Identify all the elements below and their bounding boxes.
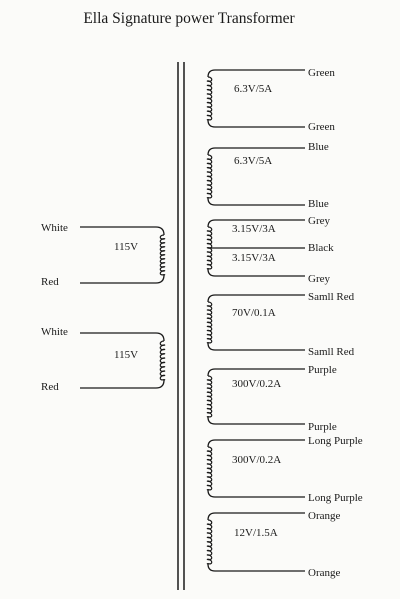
secondary-1-top-wire: Green: [308, 67, 335, 79]
secondary-4-voltage: 70V/0.1A: [232, 307, 276, 319]
secondary-6-voltage: 300V/0.2A: [232, 454, 281, 466]
secondary-4-top-lead: [207, 294, 305, 303]
secondary-4-bottom-lead: [207, 342, 305, 351]
secondary-3-voltage-lower: 3.15V/3A: [232, 252, 276, 264]
primary-winding-2: White 115V Red: [41, 326, 166, 393]
secondary-2-coil: [206, 154, 213, 199]
secondary-6-bottom-wire: Long Purple: [308, 492, 363, 504]
secondary-2-voltage: 6.3V/5A: [234, 155, 272, 167]
secondary-5-top-lead: [207, 368, 305, 377]
secondary-1-bottom-wire: Green: [308, 121, 335, 133]
secondary-2-top-wire: Blue: [308, 141, 329, 153]
secondary-4-top-wire: Samll Red: [308, 291, 355, 303]
secondary-6-top-lead: [207, 439, 305, 448]
primary-2-voltage: 115V: [114, 349, 138, 361]
secondary-6-top-wire: Long Purple: [308, 435, 363, 447]
secondary-5-top-wire: Purple: [308, 364, 337, 376]
primary-1-voltage: 115V: [114, 241, 138, 253]
primary-1-bottom-lead: [80, 274, 165, 284]
secondary-3-bottom-wire: Grey: [308, 273, 330, 285]
primary-1-end-wire: Red: [41, 276, 59, 288]
primary-2-coil: [159, 340, 166, 381]
secondary-5-bottom-wire: Purple: [308, 421, 337, 433]
secondary-7-coil: [206, 519, 213, 565]
secondary-7-bottom-wire: Orange: [308, 567, 340, 579]
secondary-winding-1: Green 6.3V/5A Green: [206, 67, 335, 133]
secondary-3-bottom-lead: [207, 268, 305, 277]
primary-2-top-lead: [80, 332, 165, 342]
primary-2-bottom-lead: [80, 379, 165, 389]
secondary-1-voltage: 6.3V/5A: [234, 83, 272, 95]
secondary-1-top-lead: [207, 69, 305, 78]
secondary-winding-6: Long Purple 300V/0.2A Long Purple: [206, 435, 363, 504]
secondary-2-top-lead: [207, 147, 305, 156]
secondary-6-bottom-lead: [207, 489, 305, 498]
secondary-1-coil: [206, 76, 213, 121]
secondary-winding-4: Samll Red 70V/0.1A Samll Red: [206, 291, 355, 358]
secondary-3-voltage-upper: 3.15V/3A: [232, 223, 276, 235]
secondary-winding-3: Grey 3.15V/3A Black 3.15V/3A Grey: [206, 215, 334, 285]
primary-2-end-wire: Red: [41, 381, 59, 393]
secondary-6-coil: [206, 446, 213, 491]
secondary-1-bottom-lead: [207, 119, 305, 128]
secondary-3-top-wire: Grey: [308, 215, 330, 227]
secondary-5-bottom-lead: [207, 416, 305, 425]
secondary-2-bottom-wire: Blue: [308, 198, 329, 210]
primary-1-top-lead: [80, 226, 165, 236]
secondary-4-bottom-wire: Samll Red: [308, 346, 355, 358]
secondary-4-coil: [206, 301, 213, 344]
secondary-7-top-wire: Orange: [308, 510, 340, 522]
secondary-5-voltage: 300V/0.2A: [232, 378, 281, 390]
secondary-3-top-lead: [207, 219, 305, 228]
secondary-winding-2: Blue 6.3V/5A Blue: [206, 141, 329, 210]
primary-1-coil: [159, 234, 166, 276]
primary-2-start-wire: White: [41, 326, 68, 338]
secondary-3-center-tap-wire: Black: [308, 242, 334, 254]
primary-1-start-wire: White: [41, 222, 68, 234]
secondary-7-top-lead: [207, 512, 305, 521]
secondary-2-bottom-lead: [207, 197, 305, 206]
secondary-winding-5: Purple 300V/0.2A Purple: [206, 364, 337, 433]
secondary-winding-7: Orange 12V/1.5A Orange: [206, 510, 340, 579]
secondary-3-coil: [206, 226, 213, 270]
secondary-5-coil: [206, 375, 213, 418]
diagram-title: Ella Signature power Transformer: [83, 10, 295, 27]
primary-winding-1: White 115V Red: [41, 222, 166, 288]
secondary-7-bottom-lead: [207, 563, 305, 572]
secondary-7-voltage: 12V/1.5A: [234, 527, 278, 539]
